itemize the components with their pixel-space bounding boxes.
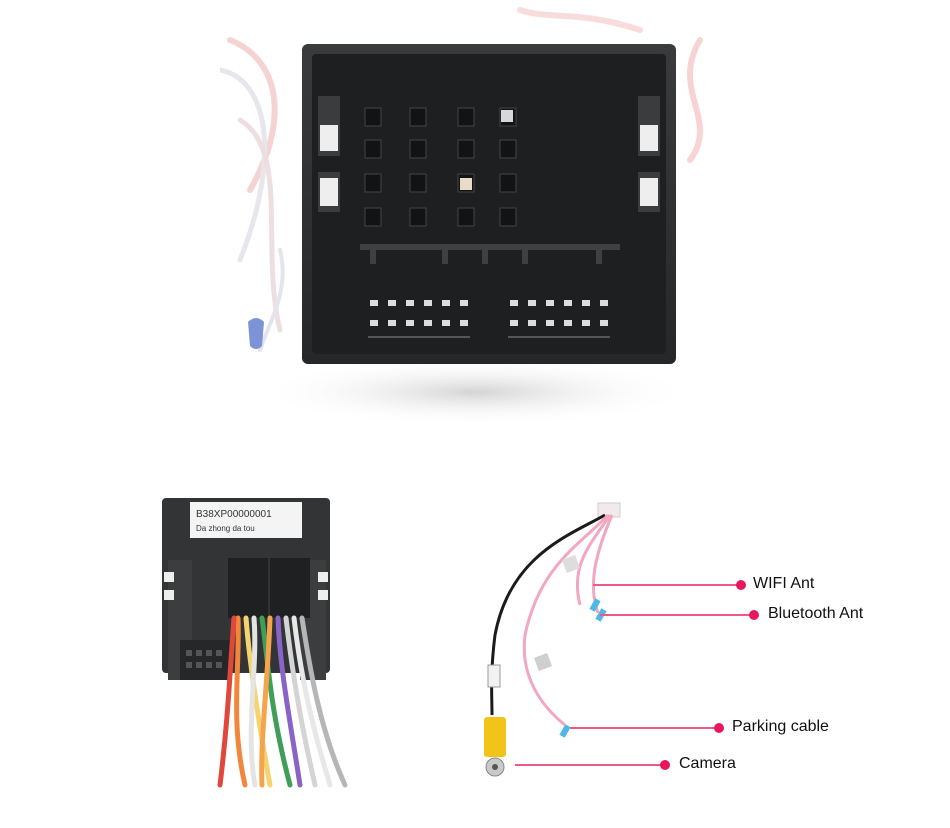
- callout-wifi-ant: WIFI Ant: [593, 574, 833, 596]
- antenna-camera-cable-photo: [484, 502, 621, 777]
- callout-parking-cable: Parking cable: [570, 717, 850, 739]
- callout-camera: Camera: [515, 754, 755, 776]
- callout-label-bluetooth-ant: Bluetooth Ant: [768, 605, 864, 622]
- callout-dot: [736, 580, 746, 590]
- callout-dot: [714, 723, 724, 733]
- callout-dot: [749, 610, 759, 620]
- callout-dot: [660, 760, 670, 770]
- connector-closeup-photo: [220, 7, 703, 426]
- callout-label-parking-cable: Parking cable: [732, 718, 829, 735]
- harness-connector-photo: B38XP00000001 Da zhong da tou: [162, 498, 348, 788]
- sticker-model-text: Da zhong da tou: [196, 524, 255, 533]
- callout-bluetooth-ant: Bluetooth Ant: [600, 604, 880, 626]
- label-sticker: [190, 502, 302, 538]
- sticker-serial-text: B38XP00000001: [196, 509, 272, 520]
- callout-label-wifi-ant: WIFI Ant: [753, 575, 815, 592]
- callout-label-camera: Camera: [679, 755, 736, 772]
